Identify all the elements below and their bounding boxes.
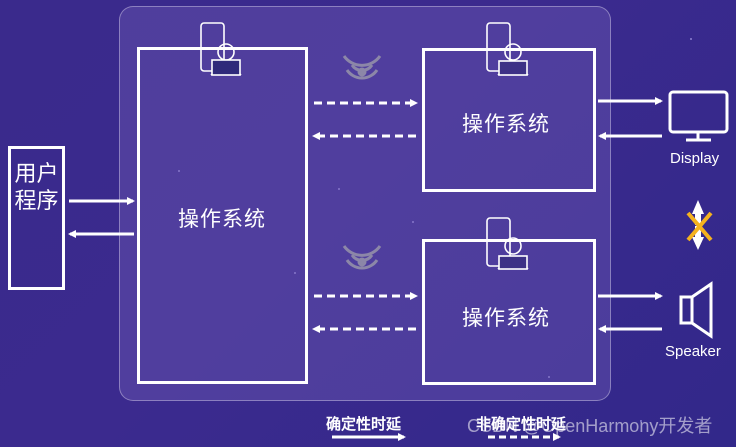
top-os-label: 操作系统 (462, 113, 550, 136)
bottom-os-label: 操作系统 (462, 307, 550, 330)
device-user-icon (486, 217, 529, 270)
bottom-os-box (422, 239, 596, 385)
legend-nondeterministic-label: 非确定性时延 (476, 416, 567, 433)
user-program-label: 用户 程序 (14, 161, 59, 213)
speaker-label: Speaker (665, 343, 721, 360)
legend-deterministic-label: 确定性时延 (326, 416, 402, 433)
wireless-signal-icon (342, 245, 382, 270)
device-user-icon (200, 22, 242, 76)
blocked-transfer-icon (686, 200, 713, 250)
watermark: CSDN @OpenHarmony开发者 (467, 416, 713, 436)
main-os-label: 操作系统 (178, 208, 266, 231)
wireless-signal-icon (342, 55, 382, 80)
speaker-icon (679, 281, 713, 339)
device-user-icon (486, 22, 529, 76)
top-os-box (422, 48, 596, 192)
user-program-box (8, 146, 65, 290)
display-label: Display (670, 150, 720, 167)
main-os-box (137, 47, 308, 384)
monitor-icon (668, 90, 729, 142)
